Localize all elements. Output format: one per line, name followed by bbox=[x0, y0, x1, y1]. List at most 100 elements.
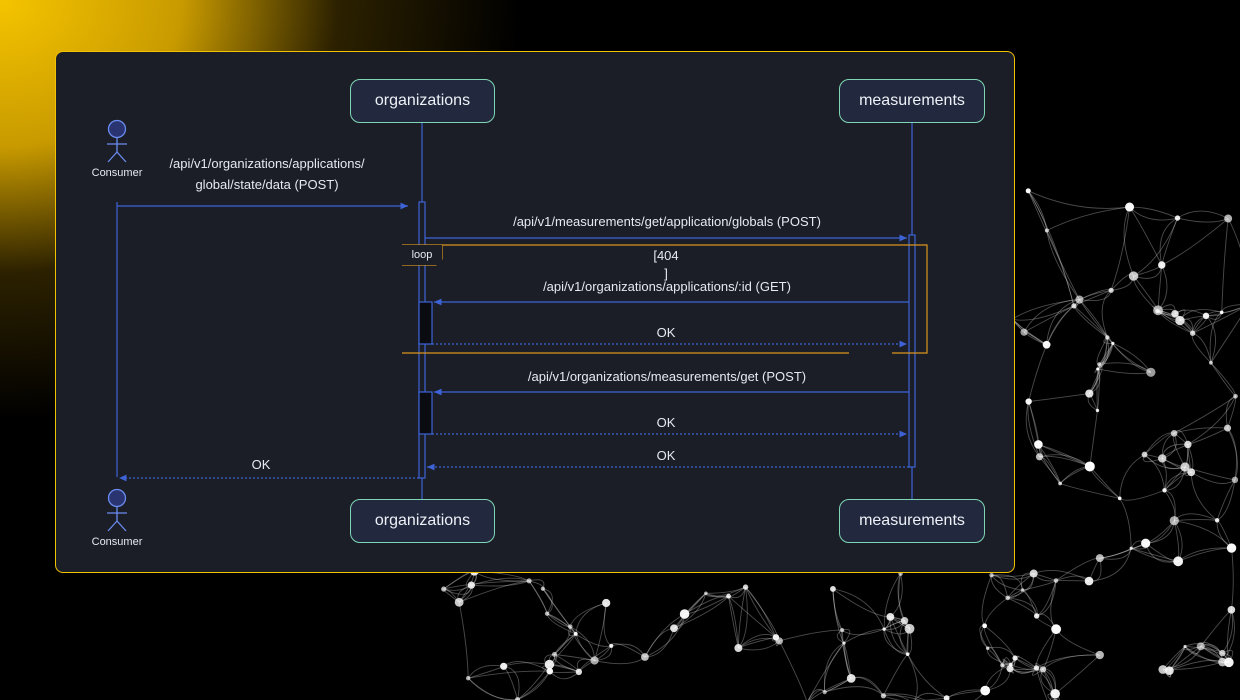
network-edge bbox=[1205, 307, 1240, 317]
participant-organizations-top[interactable]: organizations bbox=[350, 79, 495, 123]
network-edge bbox=[1133, 217, 1178, 277]
network-edge bbox=[1055, 628, 1100, 656]
network-node bbox=[1035, 453, 1044, 461]
network-node bbox=[1050, 688, 1060, 699]
diagram-panel: organizations measurements organizations… bbox=[55, 51, 1015, 573]
network-node bbox=[1183, 644, 1187, 649]
network-edge bbox=[1112, 342, 1152, 373]
network-edge bbox=[987, 648, 1011, 666]
network-node bbox=[830, 586, 836, 592]
network-edge bbox=[517, 670, 551, 700]
network-edge bbox=[517, 671, 551, 700]
network-node bbox=[726, 593, 731, 599]
network-edge bbox=[809, 677, 852, 700]
network-edge bbox=[1227, 218, 1240, 249]
network-edge bbox=[1027, 190, 1048, 231]
network-edge bbox=[684, 595, 729, 615]
network-node bbox=[1008, 662, 1013, 667]
network-edge bbox=[603, 602, 612, 647]
network-edge bbox=[1216, 479, 1236, 521]
network-edge bbox=[1046, 305, 1075, 345]
network-node bbox=[1025, 398, 1032, 405]
network-edge bbox=[1036, 654, 1100, 669]
network-node bbox=[1128, 271, 1139, 281]
network-edge bbox=[1159, 217, 1178, 266]
network-edge bbox=[1112, 343, 1152, 373]
network-edge bbox=[1177, 210, 1229, 219]
network-edge bbox=[644, 613, 686, 658]
network-node bbox=[1233, 393, 1238, 399]
network-edge bbox=[1192, 308, 1240, 334]
network-edge bbox=[1038, 444, 1061, 484]
network-node bbox=[904, 623, 915, 634]
network-edge bbox=[542, 588, 553, 614]
network-edge bbox=[1027, 190, 1080, 300]
network-edge bbox=[1007, 573, 1035, 599]
message-label-1-line1: /api/v1/organizations/applications/ bbox=[169, 156, 365, 171]
network-edge bbox=[832, 588, 885, 630]
participant-measurements-top[interactable]: measurements bbox=[839, 79, 985, 123]
network-node bbox=[1158, 261, 1166, 269]
network-edge bbox=[1027, 190, 1075, 306]
network-node bbox=[1231, 476, 1239, 484]
network-edge bbox=[843, 642, 852, 679]
participant-organizations-bottom[interactable]: organizations bbox=[350, 499, 495, 543]
network-edge bbox=[1177, 217, 1229, 223]
network-edge bbox=[1046, 299, 1080, 345]
network-edge bbox=[981, 575, 992, 626]
network-edge bbox=[1059, 483, 1120, 499]
network-edge bbox=[907, 653, 947, 699]
activation-organizations-nested-1 bbox=[418, 301, 433, 345]
loop-fragment-label: loop bbox=[402, 245, 442, 265]
network-node bbox=[880, 693, 886, 699]
network-edge bbox=[1119, 498, 1132, 549]
network-node bbox=[1025, 188, 1031, 194]
network-edge bbox=[1014, 657, 1037, 669]
network-edge bbox=[468, 670, 550, 679]
network-node bbox=[1224, 214, 1233, 223]
loop-fragment-frame bbox=[402, 244, 928, 354]
network-edge bbox=[737, 587, 747, 649]
sequence-diagram-canvas bbox=[107, 119, 928, 532]
network-edge bbox=[705, 586, 746, 597]
message-label-3: /api/v1/organizations/applications/:id (… bbox=[543, 279, 791, 294]
network-edge bbox=[882, 653, 908, 696]
network-edge bbox=[923, 697, 947, 700]
network-node bbox=[1111, 341, 1115, 345]
network-node bbox=[590, 656, 599, 665]
network-edge bbox=[1119, 489, 1165, 501]
message-label-6: OK bbox=[656, 415, 676, 430]
network-edge bbox=[1191, 333, 1212, 364]
network-node bbox=[1020, 328, 1028, 336]
network-node bbox=[1051, 624, 1062, 635]
network-edge bbox=[1173, 395, 1236, 434]
network-edge bbox=[883, 693, 926, 700]
network-node bbox=[1029, 569, 1038, 578]
network-node bbox=[822, 690, 827, 695]
network-edge bbox=[1097, 364, 1100, 411]
network-edge bbox=[1174, 520, 1232, 549]
network-edge bbox=[1131, 520, 1175, 549]
network-node bbox=[1153, 305, 1163, 316]
network-node bbox=[1226, 543, 1237, 553]
network-edge bbox=[728, 595, 777, 638]
network-edge bbox=[644, 628, 675, 658]
network-edge bbox=[823, 642, 845, 693]
network-node bbox=[1012, 655, 1018, 661]
network-edge bbox=[575, 633, 612, 647]
network-node bbox=[840, 627, 845, 633]
network-edge bbox=[1230, 547, 1234, 610]
network-edge bbox=[883, 695, 921, 700]
network-node bbox=[609, 643, 614, 648]
network-node bbox=[465, 676, 471, 681]
network-edge bbox=[1110, 206, 1131, 291]
network-node bbox=[546, 667, 554, 675]
participant-measurements-bottom[interactable]: measurements bbox=[839, 499, 985, 543]
network-edge bbox=[987, 647, 1003, 666]
network-node bbox=[1158, 454, 1167, 463]
network-edge bbox=[1221, 609, 1234, 654]
network-edge bbox=[458, 602, 469, 679]
network-edge bbox=[1133, 276, 1158, 312]
network-edge bbox=[1145, 542, 1179, 563]
